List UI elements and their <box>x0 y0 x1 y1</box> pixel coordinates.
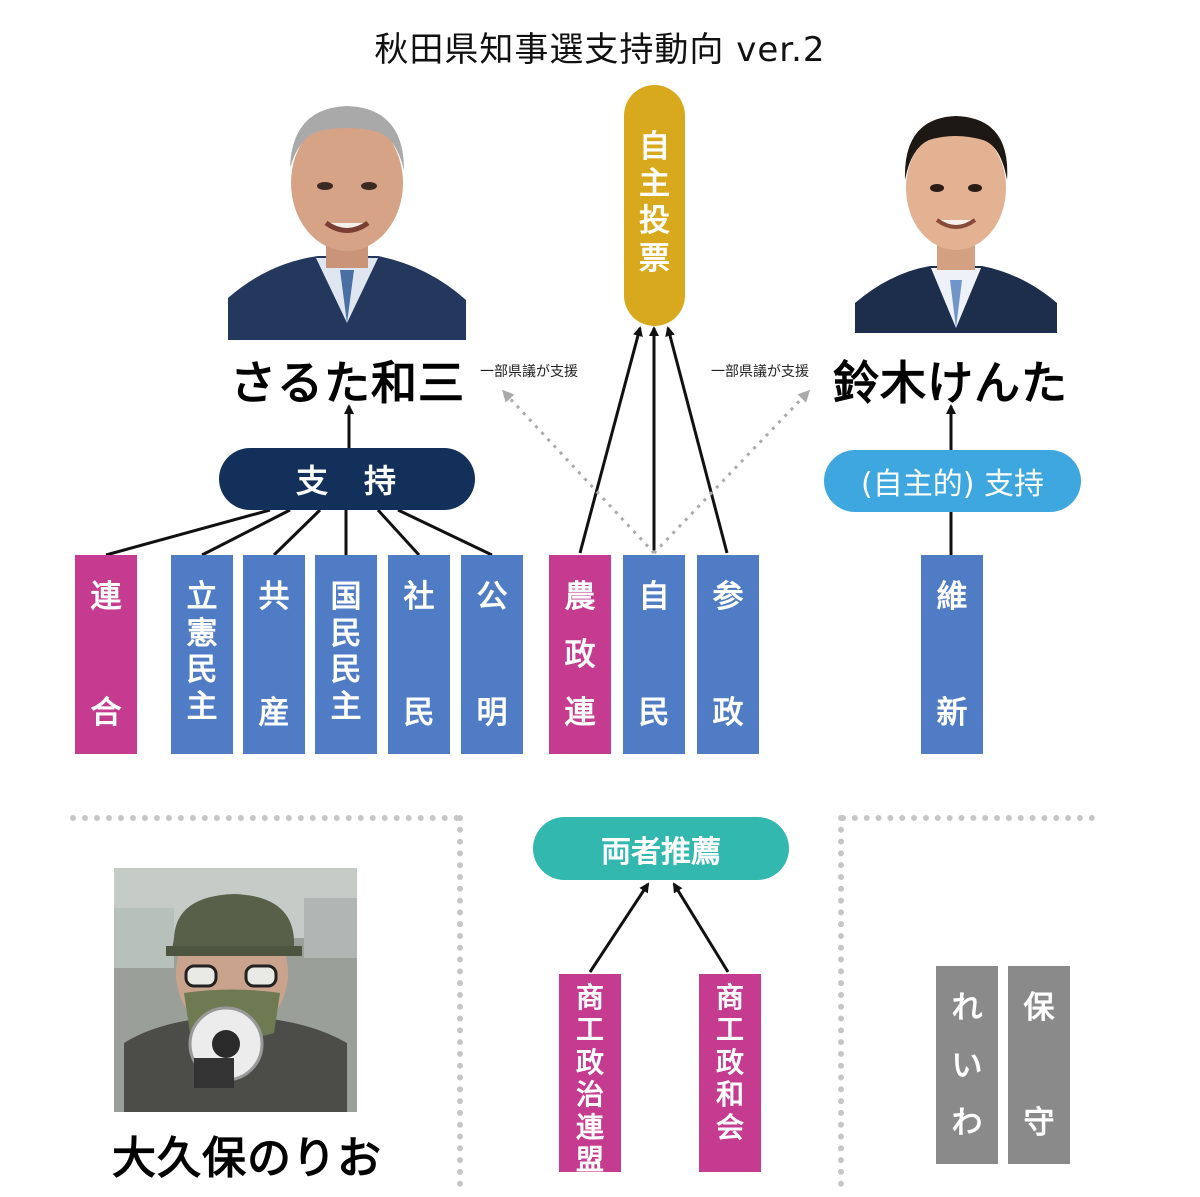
party-shoko1-char: 連 <box>575 1110 604 1144</box>
party-shoko1-char: 治 <box>575 1078 604 1112</box>
party-hoshu: 保 守 <box>1008 966 1070 1164</box>
party-jimin: 自 民 <box>623 555 685 754</box>
party-shoko2-char: 会 <box>715 1110 744 1144</box>
party-rikken: 立 憲 民 主 <box>171 555 233 754</box>
party-kokumin: 国 民 民 主 <box>315 555 377 754</box>
party-sansei: 参 政 <box>697 555 759 754</box>
party-kyosan: 共 産 <box>243 555 305 754</box>
party-kyosan-char: 産 <box>258 695 290 732</box>
party-shoko1-char: 商 <box>575 981 604 1014</box>
hub-support: 支 持 <box>219 448 475 510</box>
party-komei-char: 公 <box>476 579 508 615</box>
partial-support-note-right: 一部県議が支援 <box>711 364 809 380</box>
party-kokumin-char: 主 <box>330 688 362 725</box>
party-kokumin-char: 民 <box>330 615 362 652</box>
arrow-jimin-partial-right <box>652 389 811 555</box>
candidate-name-okubo: 大久保のりお <box>112 1133 382 1184</box>
party-shoko-seiwakai: 商 工 政 和 会 <box>699 974 761 1172</box>
candidate-name-suzuki: 鈴木けんた <box>833 356 1068 410</box>
party-noseiren-char: 政 <box>564 637 596 674</box>
party-hoshu-char: 守 <box>1023 1105 1055 1142</box>
party-reiwa: れ い わ <box>936 966 998 1164</box>
dotted-separator-left-vertical <box>457 815 463 1187</box>
party-jimin-char: 自 <box>638 579 670 615</box>
line-rikken-support <box>201 508 291 557</box>
dotted-separator-right-vertical <box>838 815 844 1187</box>
party-shoko-seiji-renmei: 商 工 政 治 連 盟 <box>559 974 621 1176</box>
partial-support-note-left: 一部県議が支援 <box>480 364 578 380</box>
candidate-name-saruta: さるた和三 <box>230 356 465 410</box>
party-jimin-char: 民 <box>638 695 670 732</box>
hub-both-recommend: 両者推薦 <box>533 817 789 880</box>
party-noseiren: 農 政 連 <box>549 555 611 754</box>
arrow-sansei-jishu <box>665 326 729 554</box>
party-sansei-char: 政 <box>712 695 744 732</box>
party-reiwa-char: わ <box>951 1105 983 1142</box>
party-rikken-char: 主 <box>186 688 218 725</box>
line-komei-support <box>397 508 493 557</box>
line-shamin-support <box>376 508 421 557</box>
party-rikken-char: 民 <box>186 652 218 689</box>
party-noseiren-char: 農 <box>564 579 596 615</box>
party-rikken-char: 憲 <box>186 615 218 652</box>
party-ishin-char: 新 <box>936 695 968 732</box>
party-ishin: 維 新 <box>921 555 983 754</box>
party-shamin-char: 社 <box>403 579 435 615</box>
party-komei-char: 明 <box>476 695 508 732</box>
party-komei: 公 明 <box>461 555 523 754</box>
party-shamin: 社 民 <box>388 555 450 754</box>
party-rengo: 連 合 <box>75 555 137 754</box>
party-kokumin-char: 民 <box>330 652 362 689</box>
line-rengo-support <box>105 508 271 557</box>
saruta-photo <box>228 88 466 340</box>
party-reiwa-char: い <box>951 1047 983 1084</box>
party-shoko2-char: 政 <box>715 1045 744 1079</box>
party-kokumin-char: 国 <box>330 579 362 615</box>
party-shoko2-char: 商 <box>715 981 744 1014</box>
party-shoko1-char: 工 <box>575 1013 604 1047</box>
party-sansei-char: 参 <box>712 579 744 615</box>
party-reiwa-char: れ <box>951 990 983 1026</box>
arrow-shoko1-both <box>588 882 650 973</box>
hub-self-support: (自主的) 支持 <box>824 450 1081 512</box>
party-shamin-char: 民 <box>403 695 435 732</box>
party-noseiren-char: 連 <box>564 695 596 732</box>
hub-jishu-char: 投 <box>639 203 670 240</box>
line-kyosan-support <box>272 508 322 557</box>
party-rikken-char: 立 <box>186 579 218 615</box>
party-shoko1-char: 政 <box>575 1045 604 1079</box>
party-shoko2-char: 和 <box>715 1078 744 1112</box>
suzuki-photo <box>855 88 1057 333</box>
dotted-separator-right <box>840 815 1095 821</box>
party-kyosan-char: 共 <box>258 579 290 615</box>
party-shoko1-char: 盟 <box>575 1143 604 1177</box>
diagram-title: 秋田県知事選支持動向 ver.2 <box>374 30 826 70</box>
arrow-shoko2-both <box>672 882 730 973</box>
party-rengo-char: 連 <box>90 579 122 615</box>
arrow-jimin-partial-left <box>501 389 656 555</box>
hub-jishu-char: 自 <box>639 129 670 165</box>
hub-jishu-char: 票 <box>639 240 670 277</box>
arrow-noseiren-jishu <box>578 326 643 554</box>
dotted-separator-left <box>70 815 460 821</box>
party-rengo-char: 合 <box>90 695 122 732</box>
party-hoshu-char: 保 <box>1023 990 1055 1026</box>
party-shoko2-char: 工 <box>715 1013 744 1047</box>
hub-jishu-char: 主 <box>639 166 670 203</box>
party-ishin-char: 維 <box>936 579 968 615</box>
hub-self-support-label: (自主的) 支持 <box>861 467 1044 502</box>
okubo-photo <box>114 868 357 1112</box>
hub-jishu-touhyou: 自 主 投 票 <box>624 85 685 326</box>
